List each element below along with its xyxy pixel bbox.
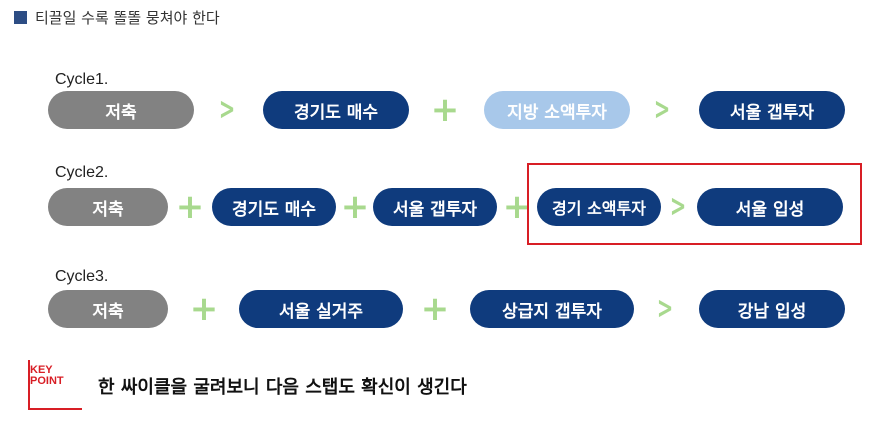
cycle-3-step-gangnam-entry: 강남 입성	[699, 290, 845, 328]
cycle-3-plus-icon-1: +	[189, 289, 219, 329]
cycle-1-step-savings: 저축	[48, 91, 194, 129]
cycle-3-plus-icon-2: +	[420, 289, 450, 329]
cycle-1-arrow-icon-1: >	[218, 92, 236, 127]
cycle-2-plus-icon-2: +	[340, 187, 370, 227]
cycle-2-step-gyeonggi-buy: 경기도 매수	[212, 188, 336, 226]
cycle-3-step-upper-gap-invest: 상급지 갭투자	[470, 290, 634, 328]
cycle-2-step-gyeonggi-small-invest: 경기 소액투자	[537, 188, 661, 226]
cycle-1-arrow-icon-2: >	[653, 92, 671, 127]
cycle-2-plus-icon-1: +	[175, 187, 205, 227]
logo-vertical-line	[28, 360, 30, 410]
cycle-2-step-seoul-gap-invest: 서울 갭투자	[373, 188, 497, 226]
cycle-1-label: Cycle1.	[55, 71, 109, 88]
cycle-1-plus-icon: +	[430, 90, 460, 130]
highlight-box	[527, 163, 862, 245]
cycle-3-arrow-icon: >	[656, 291, 674, 326]
logo-text-key: KEY	[30, 364, 53, 376]
cycle-2-label: Cycle2.	[55, 164, 109, 181]
logo-horizontal-line	[28, 408, 82, 410]
cycle-2-plus-icon-3: +	[502, 187, 532, 227]
cycle-3-label: Cycle3.	[55, 268, 109, 285]
cycle-1-step-gyeonggi-buy: 경기도 매수	[263, 91, 409, 129]
cycle-2-arrow-icon: >	[669, 189, 687, 224]
logo-text-point: POINT	[30, 375, 64, 387]
key-point-logo: KEY POINT	[28, 360, 82, 410]
key-point-text: 한 싸이클을 굴려보니 다음 스탭도 확신이 생긴다	[98, 377, 467, 398]
cycle-2-step-seoul-entry: 서울 입성	[697, 188, 843, 226]
cycle-1-step-local-small-invest: 지방 소액투자	[484, 91, 630, 129]
square-bullet-icon	[14, 10, 27, 24]
section-title: 티끌일 수록 똘똘 뭉쳐야 한다	[35, 8, 220, 27]
section-header: 티끌일 수록 똘똘 뭉쳐야 한다	[14, 6, 220, 28]
cycle-3-step-seoul-residence: 서울 실거주	[239, 290, 403, 328]
cycle-3-step-savings: 저축	[48, 290, 168, 328]
cycle-1-step-seoul-gap-invest: 서울 갭투자	[699, 91, 845, 129]
cycle-2-step-savings: 저축	[48, 188, 168, 226]
